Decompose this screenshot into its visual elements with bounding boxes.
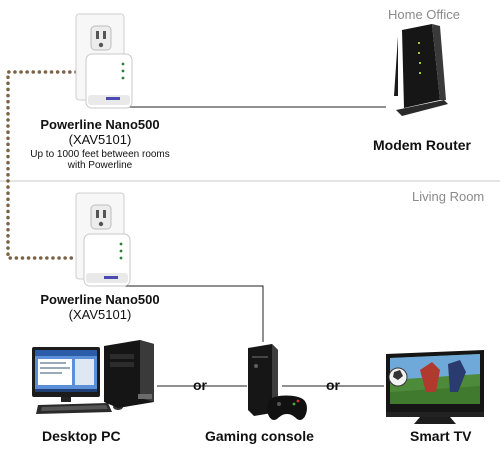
- adapter-top-model: (XAV5101): [0, 132, 200, 147]
- powerline-adapter-top-icon: [76, 14, 132, 108]
- adapter-top-note-line2: with Powerline: [0, 160, 200, 171]
- adapter-top-note-line1: Up to 1000 feet between rooms: [0, 149, 200, 160]
- adapter-top-name: Powerline Nano500: [0, 117, 200, 132]
- smart-tv-icon: [386, 350, 484, 424]
- device-label-tv: Smart TV: [410, 428, 471, 444]
- desktop-pc-icon: [32, 340, 154, 414]
- room-label-living-room: Living Room: [412, 189, 484, 204]
- device-label-console: Gaming console: [205, 428, 314, 444]
- adapter-bottom-model: (XAV5101): [0, 307, 200, 322]
- router-label: Modem Router: [373, 137, 471, 153]
- device-label-desktop: Desktop PC: [42, 428, 121, 444]
- adapter-bottom-name: Powerline Nano500: [0, 292, 200, 307]
- powerline-adapter-bottom-icon: [76, 193, 130, 286]
- gaming-console-icon: [248, 344, 307, 420]
- adapter-bottom-caption: Powerline Nano500 (XAV5101): [0, 292, 200, 322]
- or-label-right: or: [326, 377, 340, 393]
- room-label-home-office: Home Office: [388, 7, 460, 22]
- modem-router-icon: [394, 24, 448, 116]
- or-label-left: or: [193, 377, 207, 393]
- adapter-top-caption: Powerline Nano500 (XAV5101) Up to 1000 f…: [0, 117, 200, 171]
